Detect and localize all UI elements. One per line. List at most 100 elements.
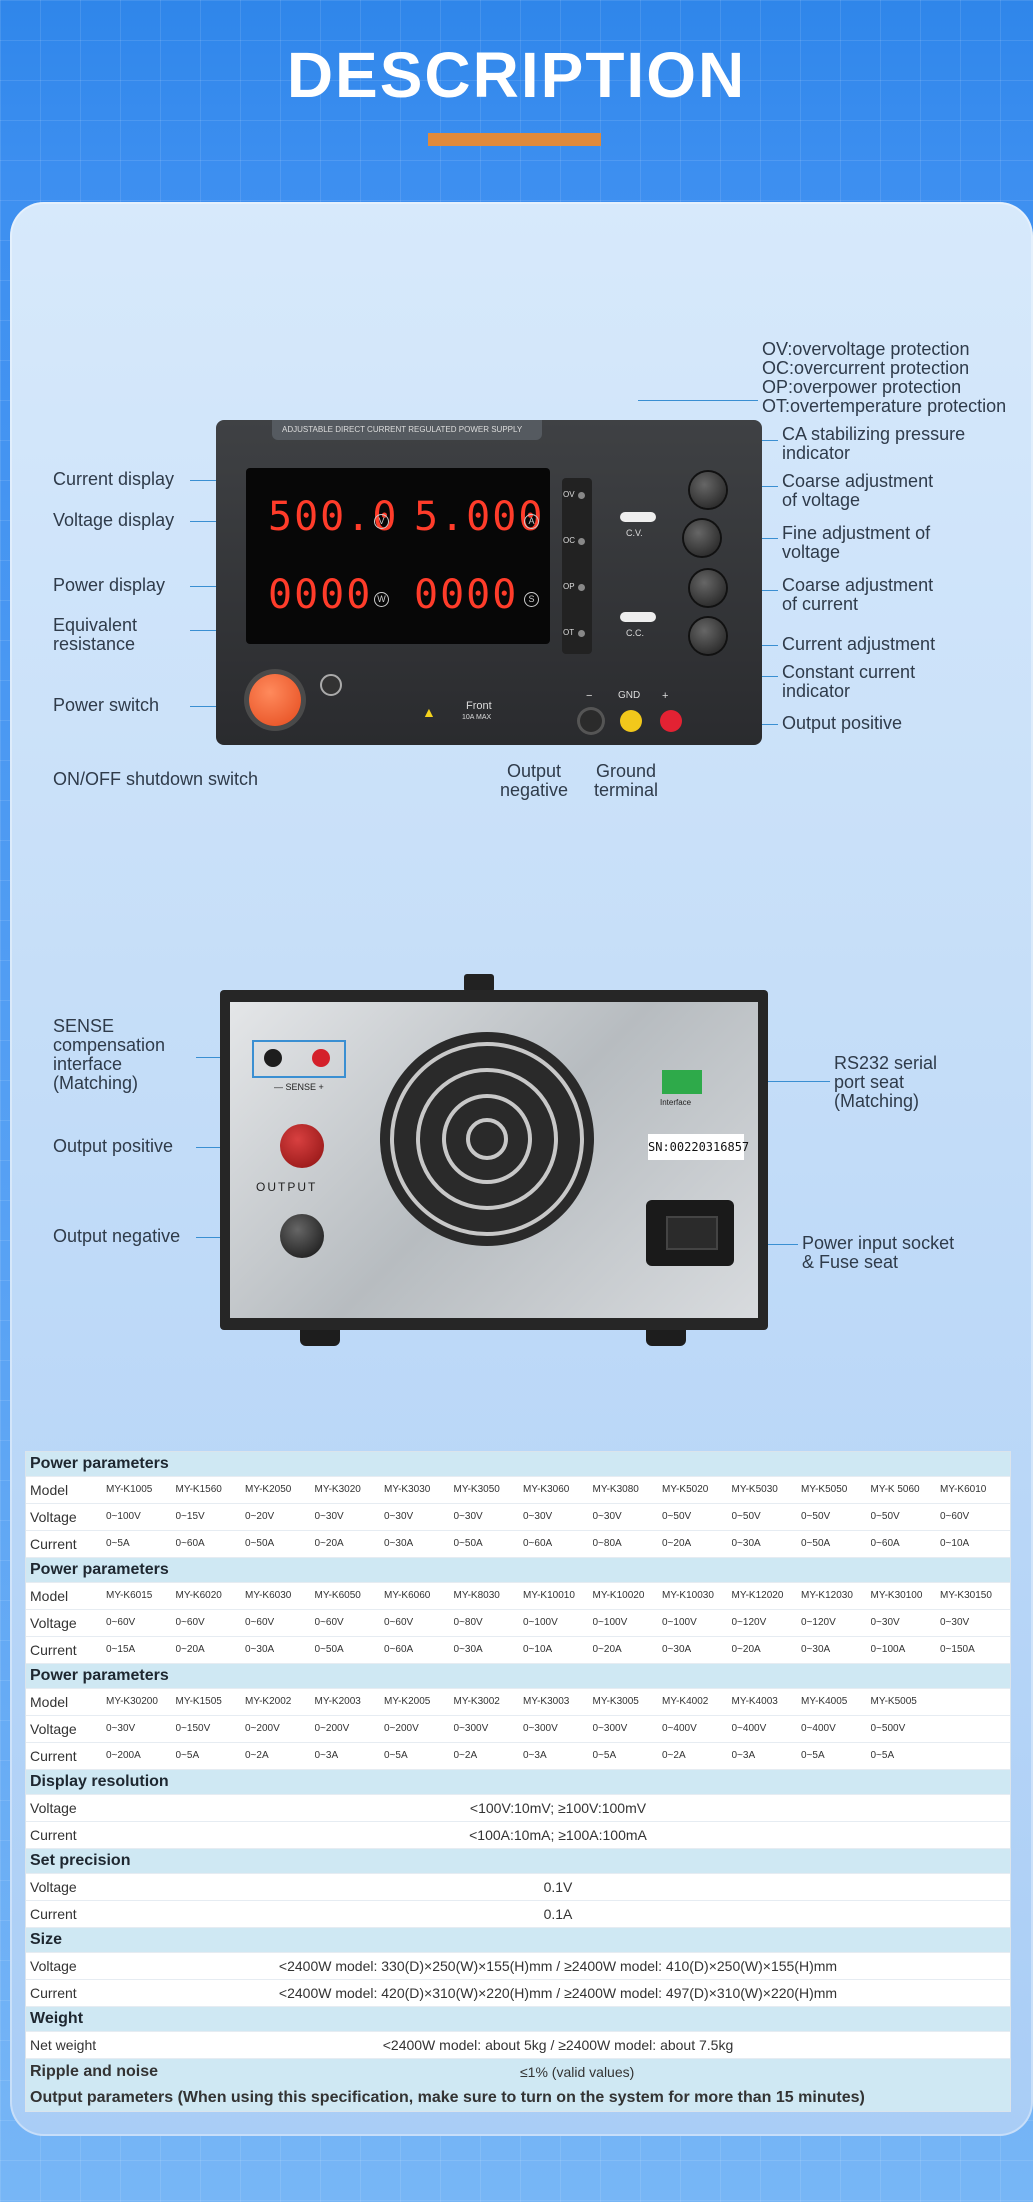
weight-header: Weight [26,2006,1010,2031]
table-cell: MY-K1005 [106,1484,153,1495]
row-label: Voltage [30,1509,77,1525]
table-cell: 0~5A [106,1538,130,1549]
table-cell: 0~60V [314,1617,344,1628]
ot-tag: OT [563,628,575,637]
power-readout: 0000 [268,572,373,618]
onoff-switch[interactable] [320,674,342,696]
oc-tag: OC [563,536,575,545]
fine-voltage-label: Fine adjustment of voltage [782,523,931,562]
rear-panel-device: — SENSE + OUTPUT Interface SN:0022031685… [220,990,768,1330]
display-resolution-title: Display resolution [30,1773,169,1790]
fan-ring-1 [390,1042,584,1236]
rear-positive-terminal[interactable] [280,1124,324,1168]
table-cell: MY-K4005 [801,1696,848,1707]
table-cell: MY-K3080 [592,1484,639,1495]
table-cell: MY-K4003 [731,1696,778,1707]
size-title: Size [30,1931,63,1948]
sense-positive[interactable] [312,1049,330,1067]
gnd-terminal-text: GND [618,690,641,701]
positive-terminal[interactable] [660,710,682,732]
rear-negative-terminal[interactable] [280,1214,324,1258]
equivalent-resistance-label: Equivalent resistance [53,615,138,654]
table-cell: 0~30V [592,1511,622,1522]
table-cell: MY-K6030 [245,1590,292,1601]
table-cell: MY-K2005 [384,1696,431,1707]
table-cell: 0~60V [245,1617,275,1628]
table-cell: 0~10A [940,1538,970,1549]
display-resolution-header: Display resolution [26,1769,1010,1794]
table-cell: MY-K3020 [314,1484,361,1495]
table-cell: 0~60V [175,1617,205,1628]
fine-voltage-knob[interactable] [684,520,720,556]
table-cell: MY-K3002 [453,1696,500,1707]
table-cell: 0~50V [870,1511,900,1522]
unit-s: S [524,592,539,607]
power-button[interactable] [249,674,301,726]
power-input-socket[interactable] [646,1200,734,1266]
table-cell: 0~100A [870,1644,906,1655]
power-parameters-header: Power parameters [26,1557,1010,1582]
table-cell: 0~15A [106,1644,136,1655]
neg-terminal-text: − [586,690,593,702]
row-label: Current [30,1642,77,1658]
cc-indicator [620,612,656,622]
table-cell: MY-K10030 [662,1590,714,1601]
table-cell: 0~30V [384,1511,414,1522]
rear-foot-left [300,1330,340,1346]
cv-indicator [620,512,656,522]
sense-negative[interactable] [264,1049,282,1067]
ripple-title: Ripple and noise [30,2063,159,2080]
ot-led [578,630,585,637]
row-label: Current [30,1748,77,1764]
size-voltage-row: Voltage<2400W model: 330(D)×250(W)×155(H… [26,1952,1010,1979]
table-cell: MY-K3050 [453,1484,500,1495]
unit-v: V [374,514,389,529]
rs232-port[interactable] [662,1070,702,1094]
table-cell: MY-K6050 [314,1590,361,1601]
table-cell: 0~10A [523,1644,553,1655]
protection-legend: OV:overvoltage protection OC:overcurrent… [762,340,1032,416]
table-cell: MY-K4002 [662,1696,709,1707]
table-cell: 0~60V [384,1617,414,1628]
coarse-current-knob[interactable] [690,570,726,606]
coarse-voltage-knob[interactable] [690,472,726,508]
power-parameters-title: Power parameters [30,1455,169,1472]
table-cell [940,1743,1010,1769]
power-parameters-title: Power parameters [30,1561,169,1578]
serial-number-sticker: SN:00220316857 [648,1134,749,1160]
output-text: OUTPUT [256,1180,318,1194]
table-cell: 0~5A [384,1750,408,1761]
table-cell: MY-K30150 [940,1590,992,1601]
table-cell: 0~300V [453,1723,489,1734]
coarse-current-label: Coarse adjustment of current [782,575,934,614]
fine-current-knob[interactable] [690,618,726,654]
table-cell: 0~30A [731,1538,761,1549]
negative-terminal[interactable] [580,710,602,732]
ot-label: OT:overtemperature protection [762,396,1007,416]
table-cell: 0~200V [384,1723,419,1734]
table-cell: 0~20A [175,1644,205,1655]
table-cell: MY-K3060 [523,1484,570,1495]
rear-plate: — SENSE + OUTPUT Interface SN:0022031685… [230,1002,758,1318]
table-cell: 0~100V [662,1617,697,1628]
interface-text: Interface [660,1098,692,1107]
row-value: 0.1A [543,1906,573,1922]
table-cell: 0~30A [384,1538,414,1549]
set-precision-title: Set precision [30,1852,131,1869]
table-cell: 0~50V [662,1511,692,1522]
power-parameters-title: Power parameters [30,1667,169,1684]
max-current-text: 10A MAX [462,714,492,721]
onoff-switch-label: ON/OFF shutdown switch [53,769,259,789]
table-cell: MY-K12030 [801,1590,853,1601]
table-cell: 0~5A [592,1750,617,1761]
row-label: Voltage [30,1800,77,1816]
leader-rs232 [712,1081,830,1082]
table-cell: 0~400V [801,1723,836,1734]
table-cell: 0~60A [523,1538,553,1549]
ground-terminal[interactable] [620,710,642,732]
table-cell: 0~30V [940,1617,970,1628]
table-cell: 0~20A [314,1538,344,1549]
table-cell: 0~50A [314,1644,344,1655]
